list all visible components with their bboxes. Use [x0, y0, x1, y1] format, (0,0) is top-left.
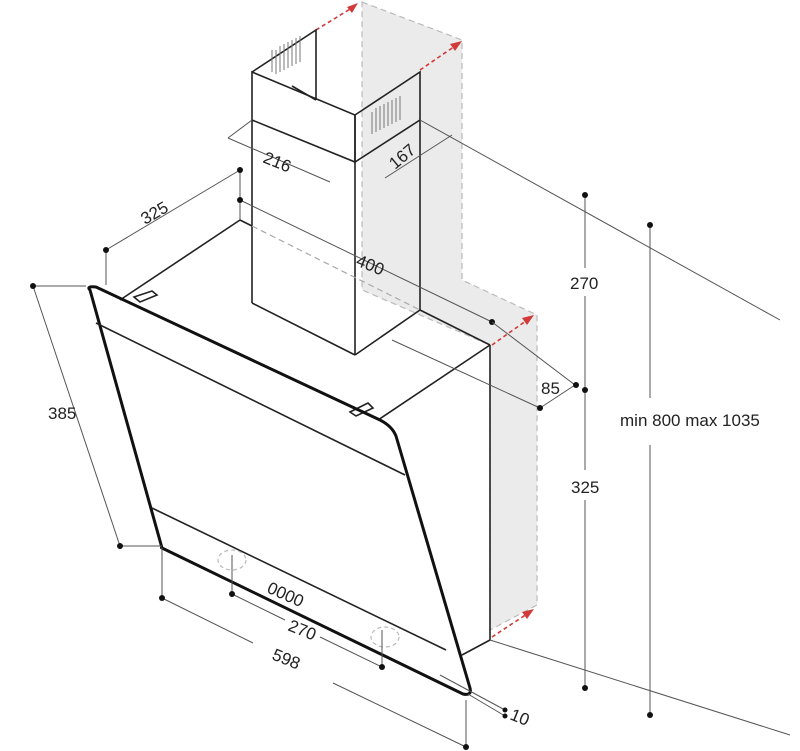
- control-knob-left: [217, 549, 247, 571]
- label-glass-thickness: 10: [508, 705, 533, 730]
- label-wall-offset: 85: [541, 379, 560, 398]
- vent-grille-left: [271, 36, 301, 74]
- hood-body: [119, 219, 491, 656]
- glass-front-panel: 0000: [87, 285, 472, 696]
- label-chimney-height-upper: 270: [570, 274, 598, 293]
- vent-grille-right: [371, 96, 401, 134]
- label-hood-width: 598: [270, 645, 303, 673]
- label-hood-depth-top: 325: [138, 198, 172, 229]
- label-chimney-width: 216: [261, 148, 294, 176]
- bracket-right: [348, 402, 375, 417]
- dimension-lines: [30, 119, 791, 750]
- display-readout: 0000: [264, 578, 306, 611]
- airflow-arrows: [315, 3, 534, 638]
- wall-mount-area: [361, 1, 538, 631]
- label-front-panel-height: 385: [48, 404, 76, 423]
- label-total-height: min 800 max 1035: [620, 411, 760, 430]
- label-hood-height-lower: 325: [571, 478, 599, 497]
- control-knob-right: [370, 626, 400, 648]
- bracket-left: [132, 290, 159, 303]
